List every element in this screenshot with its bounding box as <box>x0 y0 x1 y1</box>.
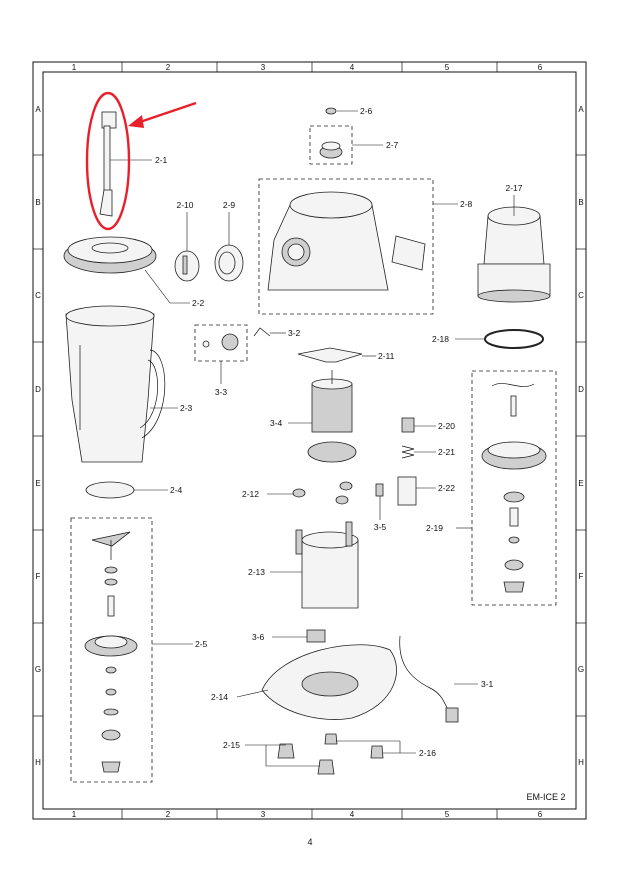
part-2-21-spring <box>401 445 415 459</box>
inner-frame <box>42 71 577 810</box>
part-2-10-control-knob <box>174 250 200 282</box>
page-number: 4 <box>307 837 312 847</box>
col-label-bottom-5: 5 <box>445 810 450 819</box>
part-3-3-gear <box>202 333 239 351</box>
part-2-7-coupler <box>319 141 343 159</box>
leader-lines <box>110 110 515 767</box>
row-label-left-b: B <box>35 198 40 207</box>
row-label-right-d: D <box>578 385 584 394</box>
part-2-1-spatula <box>99 111 117 217</box>
part-2-17-grinder-cup <box>477 206 551 303</box>
part-2-20-switch <box>401 417 415 433</box>
col-label-top-1: 1 <box>72 63 77 72</box>
row-label-left-a: A <box>35 105 41 114</box>
col-label-bottom-3: 3 <box>261 810 266 819</box>
row-label-right-e: E <box>578 479 583 488</box>
outer-frame <box>32 61 587 820</box>
label-2-3: 2-3 <box>180 403 193 413</box>
part-2-5-blade-assembly <box>84 531 138 773</box>
part-2-3-blender-jug <box>65 305 166 463</box>
part-2-11-bracket <box>297 347 363 363</box>
label-2-2: 2-2 <box>192 298 205 308</box>
row-label-left-g: G <box>35 665 41 674</box>
label-3-5: 3-5 <box>374 522 387 532</box>
part-2-16-feet <box>324 733 384 759</box>
label-2-17: 2-17 <box>505 183 522 193</box>
label-2-16: 2-16 <box>419 748 436 758</box>
part-2-18-seal-ring <box>484 329 544 349</box>
col-label-bottom-6: 6 <box>538 810 543 819</box>
label-2-22: 2-22 <box>438 483 455 493</box>
label-2-9: 2-9 <box>223 200 236 210</box>
label-2-21: 2-21 <box>438 447 455 457</box>
row-label-right-a: A <box>578 105 584 114</box>
part-2-6-small-cap <box>325 107 337 115</box>
label-2-12: 2-12 <box>242 489 259 499</box>
label-2-15: 2-15 <box>223 740 240 750</box>
col-label-top-2: 2 <box>166 63 171 72</box>
row-label-right-c: C <box>578 291 584 300</box>
col-label-top-3: 3 <box>261 63 266 72</box>
part-2-13-motor-cover <box>295 521 359 609</box>
label-2-11: 2-11 <box>378 351 395 361</box>
part-2-8-motor-housing <box>267 191 426 291</box>
row-label-right-b: B <box>578 198 583 207</box>
row-label-left-d: D <box>35 385 41 394</box>
model-code: EM-ICE 2 <box>526 792 565 802</box>
part-2-2-jug-lid <box>63 236 157 274</box>
label-2-7: 2-7 <box>386 140 399 150</box>
label-2-10: 2-10 <box>176 200 193 210</box>
part-2-8-housing-box <box>258 178 434 315</box>
row-label-right-h: H <box>578 758 584 767</box>
row-label-right-g: G <box>578 665 584 674</box>
row-label-left-c: C <box>35 291 41 300</box>
row-label-left-e: E <box>35 479 40 488</box>
part-2-7-coupler-box <box>309 125 353 165</box>
highlight-arrow-head <box>128 115 144 128</box>
label-2-1: 2-1 <box>155 155 168 165</box>
grid-ticks <box>33 62 586 819</box>
label-2-13: 2-13 <box>248 567 265 577</box>
highlight-arrow-shaft <box>133 101 197 126</box>
part-2-5-blade-assembly-box <box>70 517 153 783</box>
label-2-5: 2-5 <box>195 639 208 649</box>
col-label-bottom-1: 1 <box>72 810 77 819</box>
part-2-22-switch-housing <box>397 476 417 506</box>
row-label-right-f: F <box>579 572 584 581</box>
label-2-14: 2-14 <box>211 692 228 702</box>
label-2-18: 2-18 <box>432 334 449 344</box>
row-label-left-f: F <box>36 572 41 581</box>
part-3-5-terminal <box>375 483 384 497</box>
part-2-19-grinder-blade-box <box>471 370 557 606</box>
part-2-15-feet <box>277 743 335 775</box>
part-3-1-power-cord <box>399 635 459 723</box>
row-label-left-h: H <box>35 758 41 767</box>
part-2-4-seal-ring <box>85 481 135 499</box>
part-3-6-microswitch <box>306 629 326 643</box>
highlight-annotation <box>85 91 197 231</box>
part-2-12-bushings <box>292 481 353 505</box>
col-label-bottom-2: 2 <box>166 810 171 819</box>
label-2-8: 2-8 <box>460 199 473 209</box>
highlight-ellipse <box>85 91 131 231</box>
col-label-bottom-4: 4 <box>350 810 355 819</box>
part-2-14-base-plate <box>261 644 397 720</box>
label-3-2: 3-2 <box>288 328 301 338</box>
label-2-4: 2-4 <box>170 485 183 495</box>
label-3-1: 3-1 <box>481 679 494 689</box>
label-3-3: 3-3 <box>215 387 228 397</box>
part-2-19-grinder-blade-assembly <box>481 383 547 593</box>
col-label-top-6: 6 <box>538 63 543 72</box>
part-3-2-clip <box>253 327 271 337</box>
label-2-20: 2-20 <box>438 421 455 431</box>
part-3-4-motor <box>307 370 357 463</box>
col-label-top-5: 5 <box>445 63 450 72</box>
label-3-4: 3-4 <box>270 418 283 428</box>
col-label-top-4: 4 <box>350 63 355 72</box>
label-2-19: 2-19 <box>426 523 443 533</box>
label-2-6: 2-6 <box>360 106 373 116</box>
label-3-6: 3-6 <box>252 632 265 642</box>
part-2-9-knob-ring <box>214 244 244 282</box>
